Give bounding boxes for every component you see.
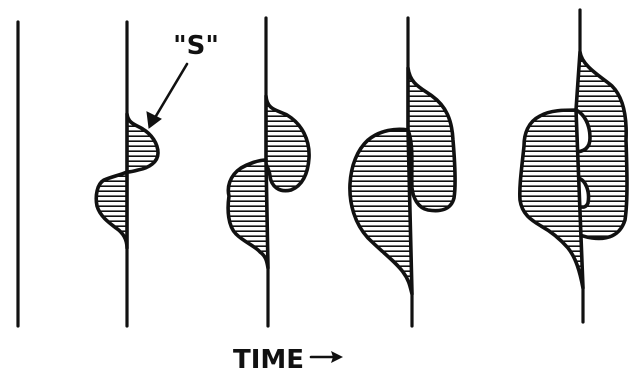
stage-5-rolled-vortex [520, 10, 627, 322]
s-callout-arrow [153, 64, 187, 121]
stage-4-upper-lobe [408, 68, 455, 211]
s-callout: "S" [147, 31, 219, 128]
stage-2-s-perturbation [96, 22, 158, 326]
time-axis-label: TIME [233, 345, 304, 375]
s-callout-label: "S" [173, 31, 219, 61]
stage-3-rollup [228, 18, 309, 326]
stage-3-upper-lobe [265, 96, 309, 191]
time-axis: TIME [233, 345, 343, 375]
stage-4-overturning [350, 18, 455, 326]
stage-2-lower-bulge [96, 172, 127, 248]
stage-4-lower-lobe [350, 129, 412, 294]
s-callout-arrowhead [147, 112, 161, 128]
stage-5-lower-lobe [520, 110, 583, 288]
stage-3-lower-lobe [228, 160, 268, 268]
